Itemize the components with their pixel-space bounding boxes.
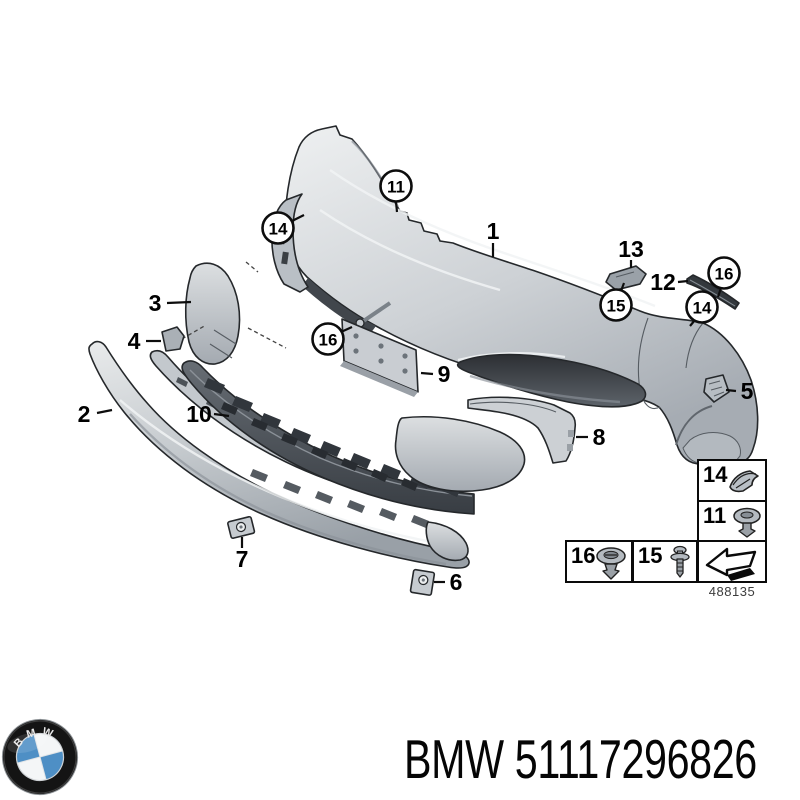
legend-cell-14: 14: [697, 459, 767, 502]
legend-cell-15: 15: [632, 540, 698, 583]
callout-leader-2: [96, 408, 113, 415]
callout-leader-3: [166, 300, 192, 305]
legend-cell-arrow: [697, 540, 767, 583]
callout-circle-11: [379, 169, 413, 203]
callout-label-13: 13: [618, 236, 644, 262]
callout-leader-16: [716, 287, 723, 298]
part-corner-trim-8: [467, 396, 577, 464]
callout-label-2: 2: [78, 401, 91, 427]
legend-cell-11: 11: [697, 500, 767, 542]
callout-circle-14: [261, 211, 295, 245]
callout-leader-12: [677, 279, 689, 284]
callout-label-10: 10: [186, 401, 212, 427]
callout-circle-14: [685, 290, 719, 324]
callout-leader-10: [213, 412, 230, 418]
part-side-panel: [181, 261, 287, 365]
callout-label-7: 7: [236, 546, 249, 572]
callout-label-11: 11: [387, 178, 405, 197]
callout-label-9: 9: [438, 361, 451, 387]
callout-label-6: 6: [450, 569, 463, 595]
drawing-number: 488135: [708, 584, 756, 599]
part-mount-plate-7: [227, 515, 256, 540]
callout-leader-11: [394, 201, 399, 213]
legend-label-14: 14: [703, 462, 728, 487]
part-corner-bracket-5: [703, 374, 730, 403]
callout-label-16: 16: [319, 331, 338, 350]
legend-label-11: 11: [703, 503, 727, 528]
part-number-text: BMW 51117296826: [404, 728, 757, 790]
callout-label-16: 16: [715, 265, 734, 284]
callout-circle-15: [599, 288, 633, 322]
direction-arrow-icon: [705, 547, 757, 581]
callout-circle-16: [311, 322, 345, 356]
part-license-plate-bracket: [340, 318, 419, 397]
part-grille-strip: [181, 360, 475, 515]
callout-circle-16: [707, 256, 741, 290]
callout-label-14: 14: [269, 220, 288, 239]
legend-label-16: 16: [571, 543, 596, 568]
legend-cell-16: 16: [565, 540, 633, 583]
part-mount-plate-6: [409, 568, 436, 596]
callout-label-12: 12: [650, 269, 676, 295]
clip-icon: [729, 470, 759, 493]
callout-label-1: 1: [487, 218, 500, 244]
part-center-panel: [394, 415, 526, 493]
part-clip-4: [161, 326, 185, 352]
legend-label-15: 15: [638, 543, 663, 568]
bmw-logo: BMW: [2, 719, 78, 795]
part-lower-skirt: [88, 340, 470, 569]
grommet-icon: [596, 547, 626, 580]
part-trim-strip-12: [686, 274, 740, 310]
callout-label-4: 4: [128, 328, 141, 354]
push-rivet-icon: [733, 507, 761, 538]
expansion-rivet-icon: [670, 545, 690, 578]
callout-leader-9: [420, 371, 434, 376]
callout-label-3: 3: [149, 290, 162, 316]
callout-label-15: 15: [607, 297, 626, 316]
callout-leader-14: [291, 214, 305, 222]
callout-label-8: 8: [593, 424, 606, 450]
callout-label-5: 5: [741, 378, 754, 404]
callout-label-14: 14: [693, 299, 712, 318]
callout-leader-5: [725, 388, 737, 393]
